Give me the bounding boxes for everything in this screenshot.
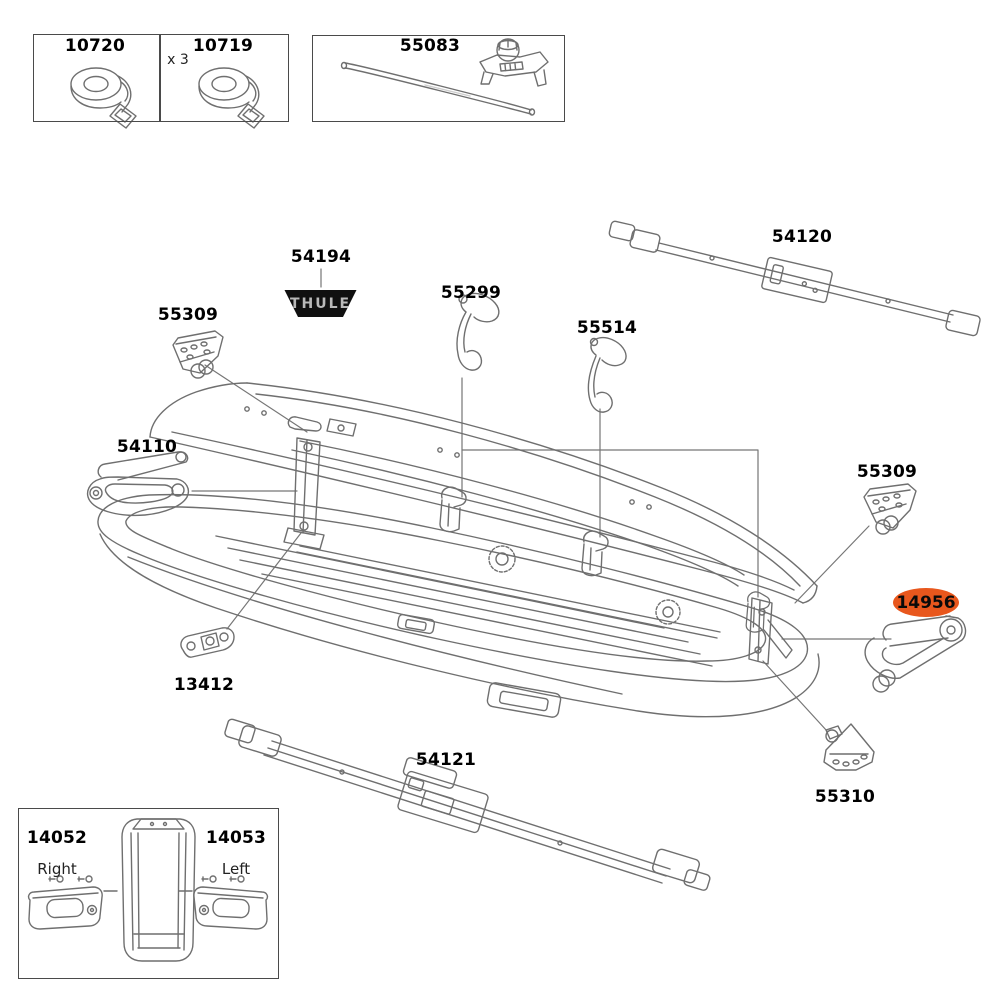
tension-rod-drawing (340, 61, 536, 116)
side-label-left: Left (221, 860, 251, 878)
part-label-55309-right: 55309 (856, 462, 918, 482)
crossbar-54121-drawing (224, 718, 711, 891)
part-label-55083: 55083 (399, 36, 461, 56)
part-label-55309-left: 55309 (157, 305, 219, 325)
part-label-14052: 14052 (26, 828, 88, 848)
quantity-label: x 3 (167, 52, 189, 68)
lock-housing-right-drawing (27, 875, 118, 930)
mounting-claw-drawing (581, 530, 609, 577)
clip-55514-drawing (587, 336, 627, 413)
thule-logo-text: THULE (289, 295, 352, 312)
handle-14956-drawing (864, 615, 967, 693)
bracket-55309-left-drawing (172, 330, 224, 379)
kit-box-rod (312, 35, 565, 122)
kit-box-divider (159, 35, 161, 121)
part-label-55310: 55310 (814, 787, 876, 807)
part-label-54194: 54194 (290, 247, 352, 267)
kit-box-straps (33, 34, 289, 122)
tension-knob-icon (488, 545, 516, 573)
lock-housing-left-drawing (178, 875, 269, 930)
lid-lifter-54110-drawing (86, 451, 190, 517)
part-label-54121: 54121 (415, 750, 477, 770)
part-label-14053: 14053 (205, 828, 267, 848)
part-label-13412: 13412 (173, 675, 235, 695)
side-label-right: Right (37, 860, 77, 878)
bracket-55309-right-drawing (863, 483, 917, 535)
roof-box-lid-drawing (149, 382, 818, 604)
clip-55299-drawing (456, 292, 500, 371)
highlighted-part-label-14956[interactable]: 14956 (893, 588, 959, 617)
part-label-10719: 10719 (192, 36, 254, 56)
thule-logo-badge: THULE (284, 290, 357, 317)
part-label-10720: 10720 (64, 36, 126, 56)
tension-knob-icon (655, 599, 681, 625)
part-label-55514: 55514 (576, 318, 638, 338)
bracket-55310-drawing (823, 723, 875, 771)
plate-13412-drawing (180, 627, 235, 658)
corner-box-locks (18, 808, 279, 979)
clamp-drawing (479, 38, 549, 87)
part-label-55299: 55299 (440, 283, 502, 303)
roof-box-tray-drawing (97, 493, 820, 718)
leader-lines (191, 268, 892, 732)
part-label-54120: 54120 (771, 227, 833, 247)
crossbar-54120-drawing (608, 220, 981, 337)
lid-hinge-drawing (748, 597, 793, 665)
part-label-54110: 54110 (116, 437, 178, 457)
lid-lifter-strut-drawing (283, 416, 325, 550)
